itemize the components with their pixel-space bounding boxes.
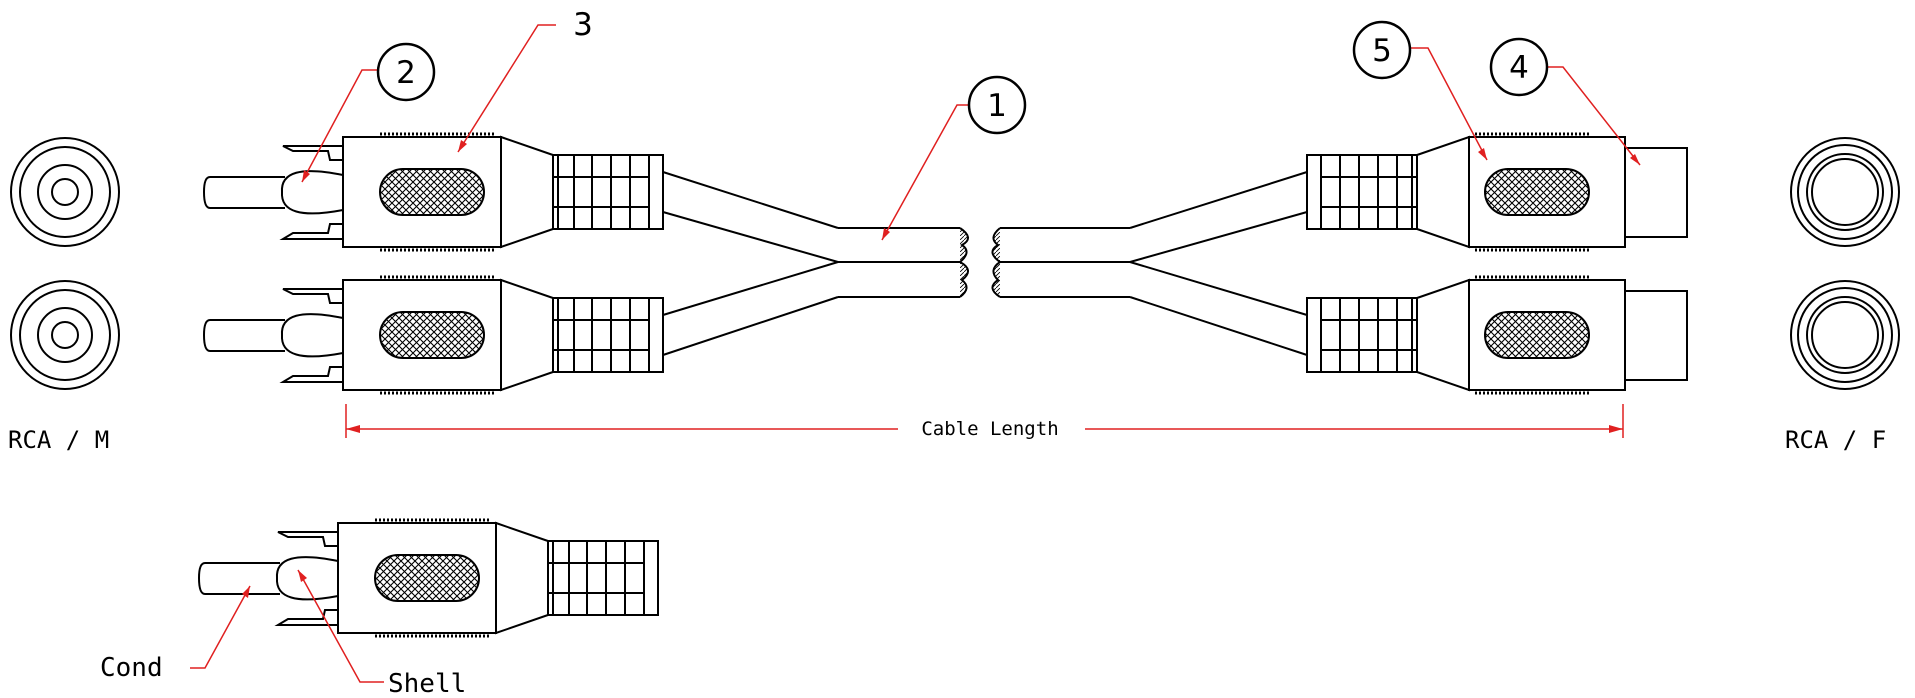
rca-female-label: RCA / F: [1785, 426, 1886, 454]
rca-male-plug-detail: [197, 518, 660, 638]
callout-5-number: 5: [1372, 33, 1392, 69]
cable-right: [991, 171, 1308, 356]
cable-length-label: Cable Length: [921, 418, 1058, 440]
conductor-label: Cond: [100, 653, 163, 683]
callout-2-number: 2: [396, 55, 416, 91]
cable-left: [662, 171, 969, 356]
rca-male-face-bottom: [10, 280, 120, 390]
callout-2-marker: 2: [376, 42, 436, 102]
cable-length-dimension: [345, 404, 1624, 438]
rca-female-face-top: [1790, 137, 1900, 247]
rca-male-plug-bottom: [202, 275, 665, 395]
callout-1-marker: 1: [967, 75, 1027, 135]
callout-1-number: 1: [987, 88, 1007, 124]
rca-male-plug-top: [202, 132, 665, 252]
shell-label: Shell: [388, 669, 466, 698]
rca-female-face-bottom: [1790, 280, 1900, 390]
rca-male-face-top: [10, 137, 120, 247]
callout-3-number: 3: [573, 7, 593, 43]
leader-lines: [190, 24, 1641, 683]
callout-4-marker: 4: [1489, 37, 1549, 97]
callout-4-number: 4: [1509, 50, 1529, 86]
callout-5-marker: 5: [1352, 20, 1412, 80]
rca-female-plug-bottom: [1305, 275, 1689, 395]
rca-male-label: RCA / M: [8, 426, 109, 454]
